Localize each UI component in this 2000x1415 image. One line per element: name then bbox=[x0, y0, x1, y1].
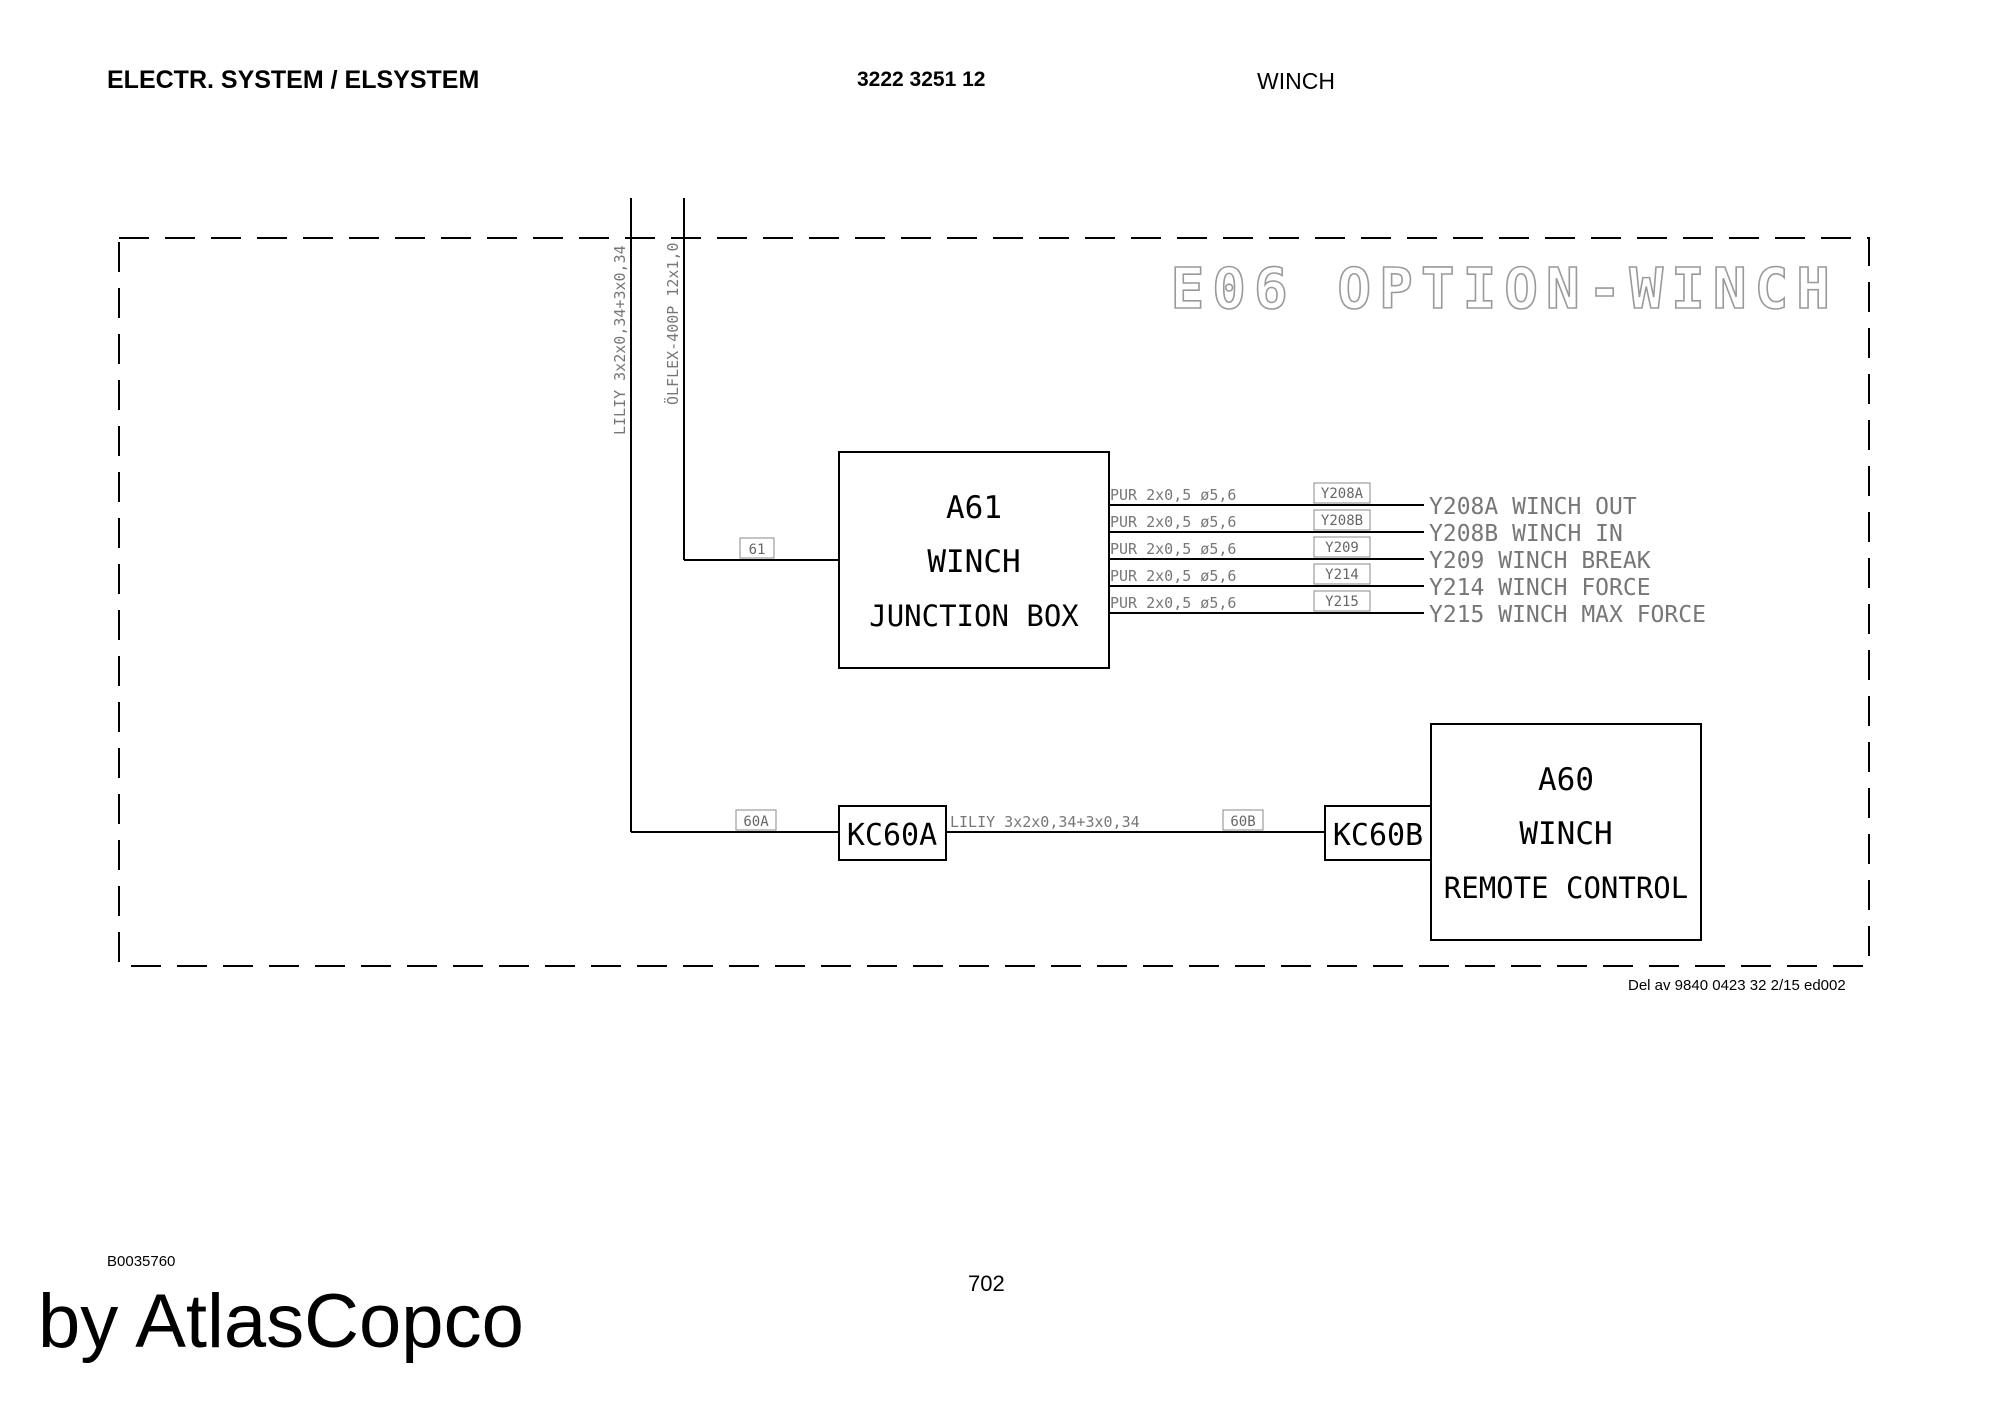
cable-label-vertical-right: ÖLFLEX-400P 12x1,0 bbox=[663, 242, 682, 405]
junction-box-line3: JUNCTION BOX bbox=[869, 599, 1079, 633]
output-cable-label: PUR 2x0,5 ø5,6 bbox=[1110, 567, 1236, 585]
output-label: Y215 WINCH MAX FORCE bbox=[1429, 602, 1706, 628]
output-tag: Y209 bbox=[1325, 540, 1359, 556]
cable-label-bottom: LILIY 3x2x0,34+3x0,34 bbox=[950, 813, 1140, 831]
output-tag: Y215 bbox=[1325, 594, 1359, 610]
document-number: 3222 3251 12 bbox=[857, 68, 986, 91]
output-wires: PUR 2x0,5 ø5,6 Y208A Y208A WINCH OUT PUR 2x… bbox=[1109, 482, 1706, 628]
remote-control-box bbox=[1430, 723, 1702, 941]
wire-tag-60b: 60B bbox=[1230, 814, 1255, 830]
page-number: 702 bbox=[968, 1271, 1005, 1296]
output-tag-box bbox=[1313, 482, 1371, 504]
output-tag-box bbox=[1313, 590, 1371, 612]
wire-tag-61: 61 bbox=[749, 542, 766, 558]
output-tag: Y214 bbox=[1325, 567, 1359, 583]
output-cable-label: PUR 2x0,5 ø5,6 bbox=[1110, 594, 1236, 612]
output-tag: Y208A bbox=[1321, 486, 1364, 502]
section-name: WINCH bbox=[1257, 68, 1335, 94]
remote-control-line1: A60 bbox=[1538, 762, 1594, 798]
connector-kc60b-label: KC60B bbox=[1333, 818, 1423, 853]
wire-tag-box-60a bbox=[735, 809, 777, 831]
output-tag-box bbox=[1313, 536, 1371, 558]
connector-kc60a-label: KC60A bbox=[847, 818, 937, 853]
option-frame bbox=[118, 237, 1870, 967]
output-cable-label: PUR 2x0,5 ø5,6 bbox=[1110, 540, 1236, 558]
output-tag-box bbox=[1313, 509, 1371, 531]
output-label: Y208B WINCH IN bbox=[1429, 521, 1623, 547]
wire-tag-box-60b bbox=[1222, 809, 1264, 831]
output-label: Y208A WINCH OUT bbox=[1429, 494, 1637, 520]
wire-tag-60a: 60A bbox=[743, 814, 769, 830]
wire-tag-box-61 bbox=[739, 537, 775, 559]
output-tag-box bbox=[1313, 563, 1371, 585]
reference-note: Del av 9840 0423 32 2/15 ed002 bbox=[1628, 977, 1846, 994]
output-label: Y214 WINCH FORCE bbox=[1429, 575, 1651, 601]
drawing-code: B0035760 bbox=[107, 1253, 176, 1270]
output-cable-label: PUR 2x0,5 ø5,6 bbox=[1110, 513, 1236, 531]
output-label: Y209 WINCH BREAK bbox=[1429, 548, 1651, 574]
output-tag: Y208B bbox=[1321, 513, 1363, 529]
watermark: by AtlasCopco bbox=[38, 1279, 524, 1364]
header-title: ELECTR. SYSTEM / ELSYSTEM bbox=[107, 66, 480, 94]
option-title: E06 OPTION-WINCH bbox=[1171, 257, 1838, 322]
junction-box-line1: A61 bbox=[946, 490, 1002, 526]
output-cable-label: PUR 2x0,5 ø5,6 bbox=[1110, 486, 1236, 504]
remote-control-line3: REMOTE CONTROL bbox=[1444, 871, 1688, 905]
connector-kc60b bbox=[1324, 805, 1432, 861]
junction-box-line2: WINCH bbox=[927, 544, 1020, 580]
remote-control-line2: WINCH bbox=[1519, 816, 1612, 852]
cable-label-vertical-left: LILIY 3x2x0,34+3x0,34 bbox=[611, 245, 629, 435]
